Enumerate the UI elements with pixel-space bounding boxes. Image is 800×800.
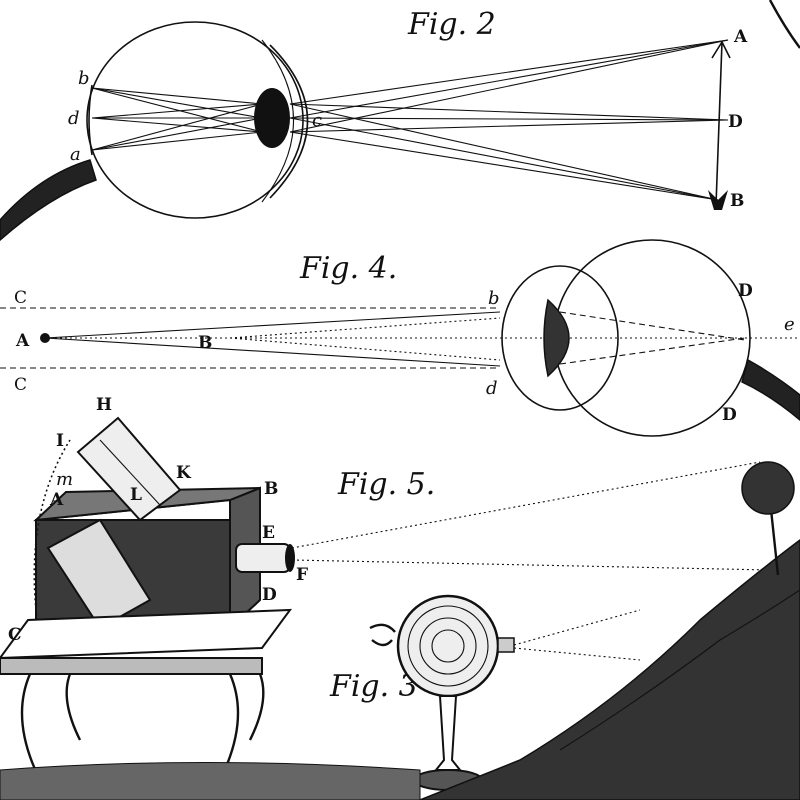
label-B-fig5: B bbox=[264, 479, 278, 499]
fig5-title: Fig. 5. bbox=[337, 467, 435, 502]
lens-tube-fig5 bbox=[235, 543, 291, 573]
optic-nerve-fig4 bbox=[741, 358, 800, 421]
label-b-fig4: b bbox=[488, 288, 500, 309]
label-I-fig5: I bbox=[56, 431, 64, 451]
label-D-bottom-fig4: D bbox=[722, 405, 737, 425]
label-H-fig5: H bbox=[96, 395, 112, 415]
label-d-fig4: d bbox=[486, 378, 498, 399]
sphere-stand-fig3 bbox=[433, 695, 463, 771]
retina-fig2 bbox=[88, 84, 93, 156]
fig3-title: Fig. 3 bbox=[329, 669, 418, 704]
dotted-arc-fig5 bbox=[33, 439, 71, 641]
eye-symbol-fig3 bbox=[369, 623, 396, 647]
lens-fig4 bbox=[543, 298, 570, 378]
label-K-fig5: K bbox=[176, 463, 192, 483]
fig4-title: Fig. 4. bbox=[299, 251, 397, 286]
light-source-star-fig4 bbox=[40, 333, 50, 343]
label-E-fig5: E bbox=[262, 523, 275, 543]
label-C-fig5: C bbox=[8, 625, 22, 645]
label-b-fig2: b bbox=[78, 68, 90, 89]
cornea-fig2 bbox=[269, 44, 309, 199]
tree-crown bbox=[741, 461, 795, 515]
lens-fig2 bbox=[254, 88, 290, 148]
label-B-fig4: B bbox=[198, 333, 212, 353]
label-D-fig5: D bbox=[262, 585, 277, 605]
label-C-top-fig4: C bbox=[14, 288, 27, 308]
label-B-fig2: B bbox=[730, 191, 744, 211]
figure-3: Fig. 3 bbox=[329, 594, 641, 791]
label-D-top-fig4: D bbox=[738, 281, 753, 301]
hillside bbox=[419, 539, 800, 800]
arrow-head-fig2 bbox=[711, 40, 731, 59]
label-A-fig4: A bbox=[15, 331, 30, 351]
glass-sphere-fig3 bbox=[396, 594, 500, 698]
fig2-title: Fig. 2 bbox=[407, 7, 496, 42]
camera-obscura bbox=[33, 416, 295, 642]
cornea-fig4 bbox=[501, 265, 619, 411]
figure-5: Fig. 5. bbox=[0, 395, 771, 800]
cornea-inner-fig2 bbox=[261, 39, 295, 203]
figure-4: Fig. 4. C C A B b d D D e bbox=[0, 239, 800, 437]
label-A-fig5: A bbox=[49, 490, 64, 510]
label-A-fig2: A bbox=[733, 27, 748, 47]
optic-nerve-fig2 bbox=[0, 159, 97, 241]
label-e-fig4: e bbox=[784, 314, 795, 335]
label-m-fig5: m bbox=[56, 469, 73, 490]
rays-fig2 bbox=[91, 39, 729, 201]
corner-ornament bbox=[768, 0, 800, 49]
projection-rays-fig5 bbox=[291, 461, 771, 571]
ground-foreground bbox=[0, 762, 421, 800]
label-L-fig5: L bbox=[130, 485, 142, 505]
label-C-bottom-fig4: C bbox=[14, 375, 27, 395]
table-fig5 bbox=[0, 608, 293, 800]
label-c-fig2: c bbox=[312, 110, 322, 131]
figure-2: Fig. 2 bbox=[0, 7, 748, 241]
label-d-fig2: d bbox=[68, 108, 80, 129]
landscape bbox=[0, 461, 800, 800]
rays-fig4 bbox=[44, 311, 800, 367]
arrow-fletch-fig2 bbox=[708, 190, 728, 210]
object-arrow-fig2 bbox=[715, 41, 723, 206]
label-D-fig2: D bbox=[728, 112, 743, 132]
label-a-fig2: a bbox=[70, 144, 81, 165]
label-F-fig5: F bbox=[296, 565, 308, 585]
